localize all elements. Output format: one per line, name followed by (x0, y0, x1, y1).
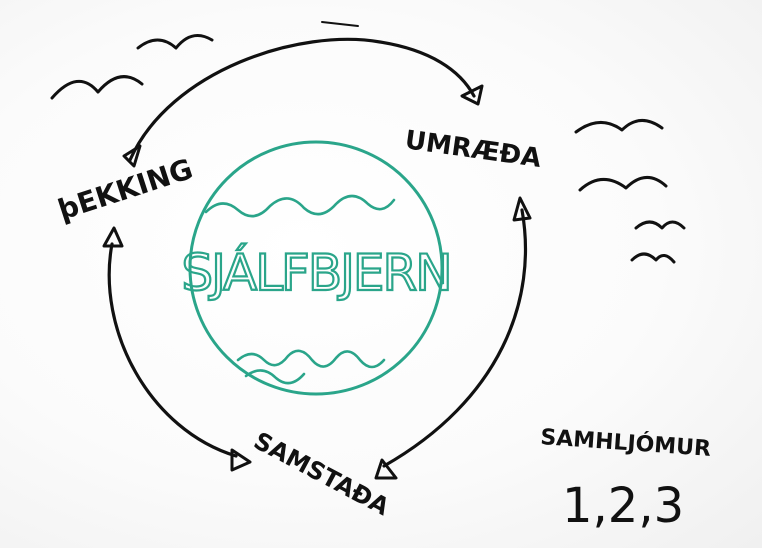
bird-icon (574, 119, 664, 134)
bird-icon (50, 75, 144, 100)
node-umraeda: UMRÆÐA (403, 125, 543, 174)
node-thekking: þEKKING (54, 152, 197, 226)
arc-right (382, 208, 528, 468)
arrowhead-samstada-right-icon (374, 458, 398, 480)
node-samstada: SAMSTAÐA (249, 427, 394, 522)
arrowhead-right-top-icon (512, 196, 532, 222)
center-circle: SJÁLFBJERN (180, 140, 454, 396)
arrowhead-samstada-left-icon (230, 448, 252, 472)
arrowhead-thekking-bottom-icon (102, 226, 124, 248)
wave-bottom (236, 349, 386, 369)
stray-mark (321, 21, 359, 27)
numbers-label: 1,2,3 (562, 478, 684, 534)
bird-icon (136, 34, 214, 50)
wave-bottom-2 (244, 369, 306, 385)
cycle-arrows (102, 37, 532, 480)
birds-top-left (50, 34, 214, 100)
arc-top (128, 37, 476, 162)
birds-right (574, 119, 686, 264)
bird-icon (630, 252, 676, 264)
center-label: SJÁLFBJERN (181, 243, 450, 302)
arrowhead-umraeda-icon (460, 84, 484, 106)
wave-top (204, 194, 396, 218)
side-label: SAMHLJÓMUR (540, 424, 712, 462)
arc-left (107, 242, 238, 458)
arrowhead-thekking-top-icon (122, 144, 142, 168)
bird-icon (578, 176, 668, 192)
green-circle (188, 140, 444, 396)
bird-icon (634, 220, 686, 230)
